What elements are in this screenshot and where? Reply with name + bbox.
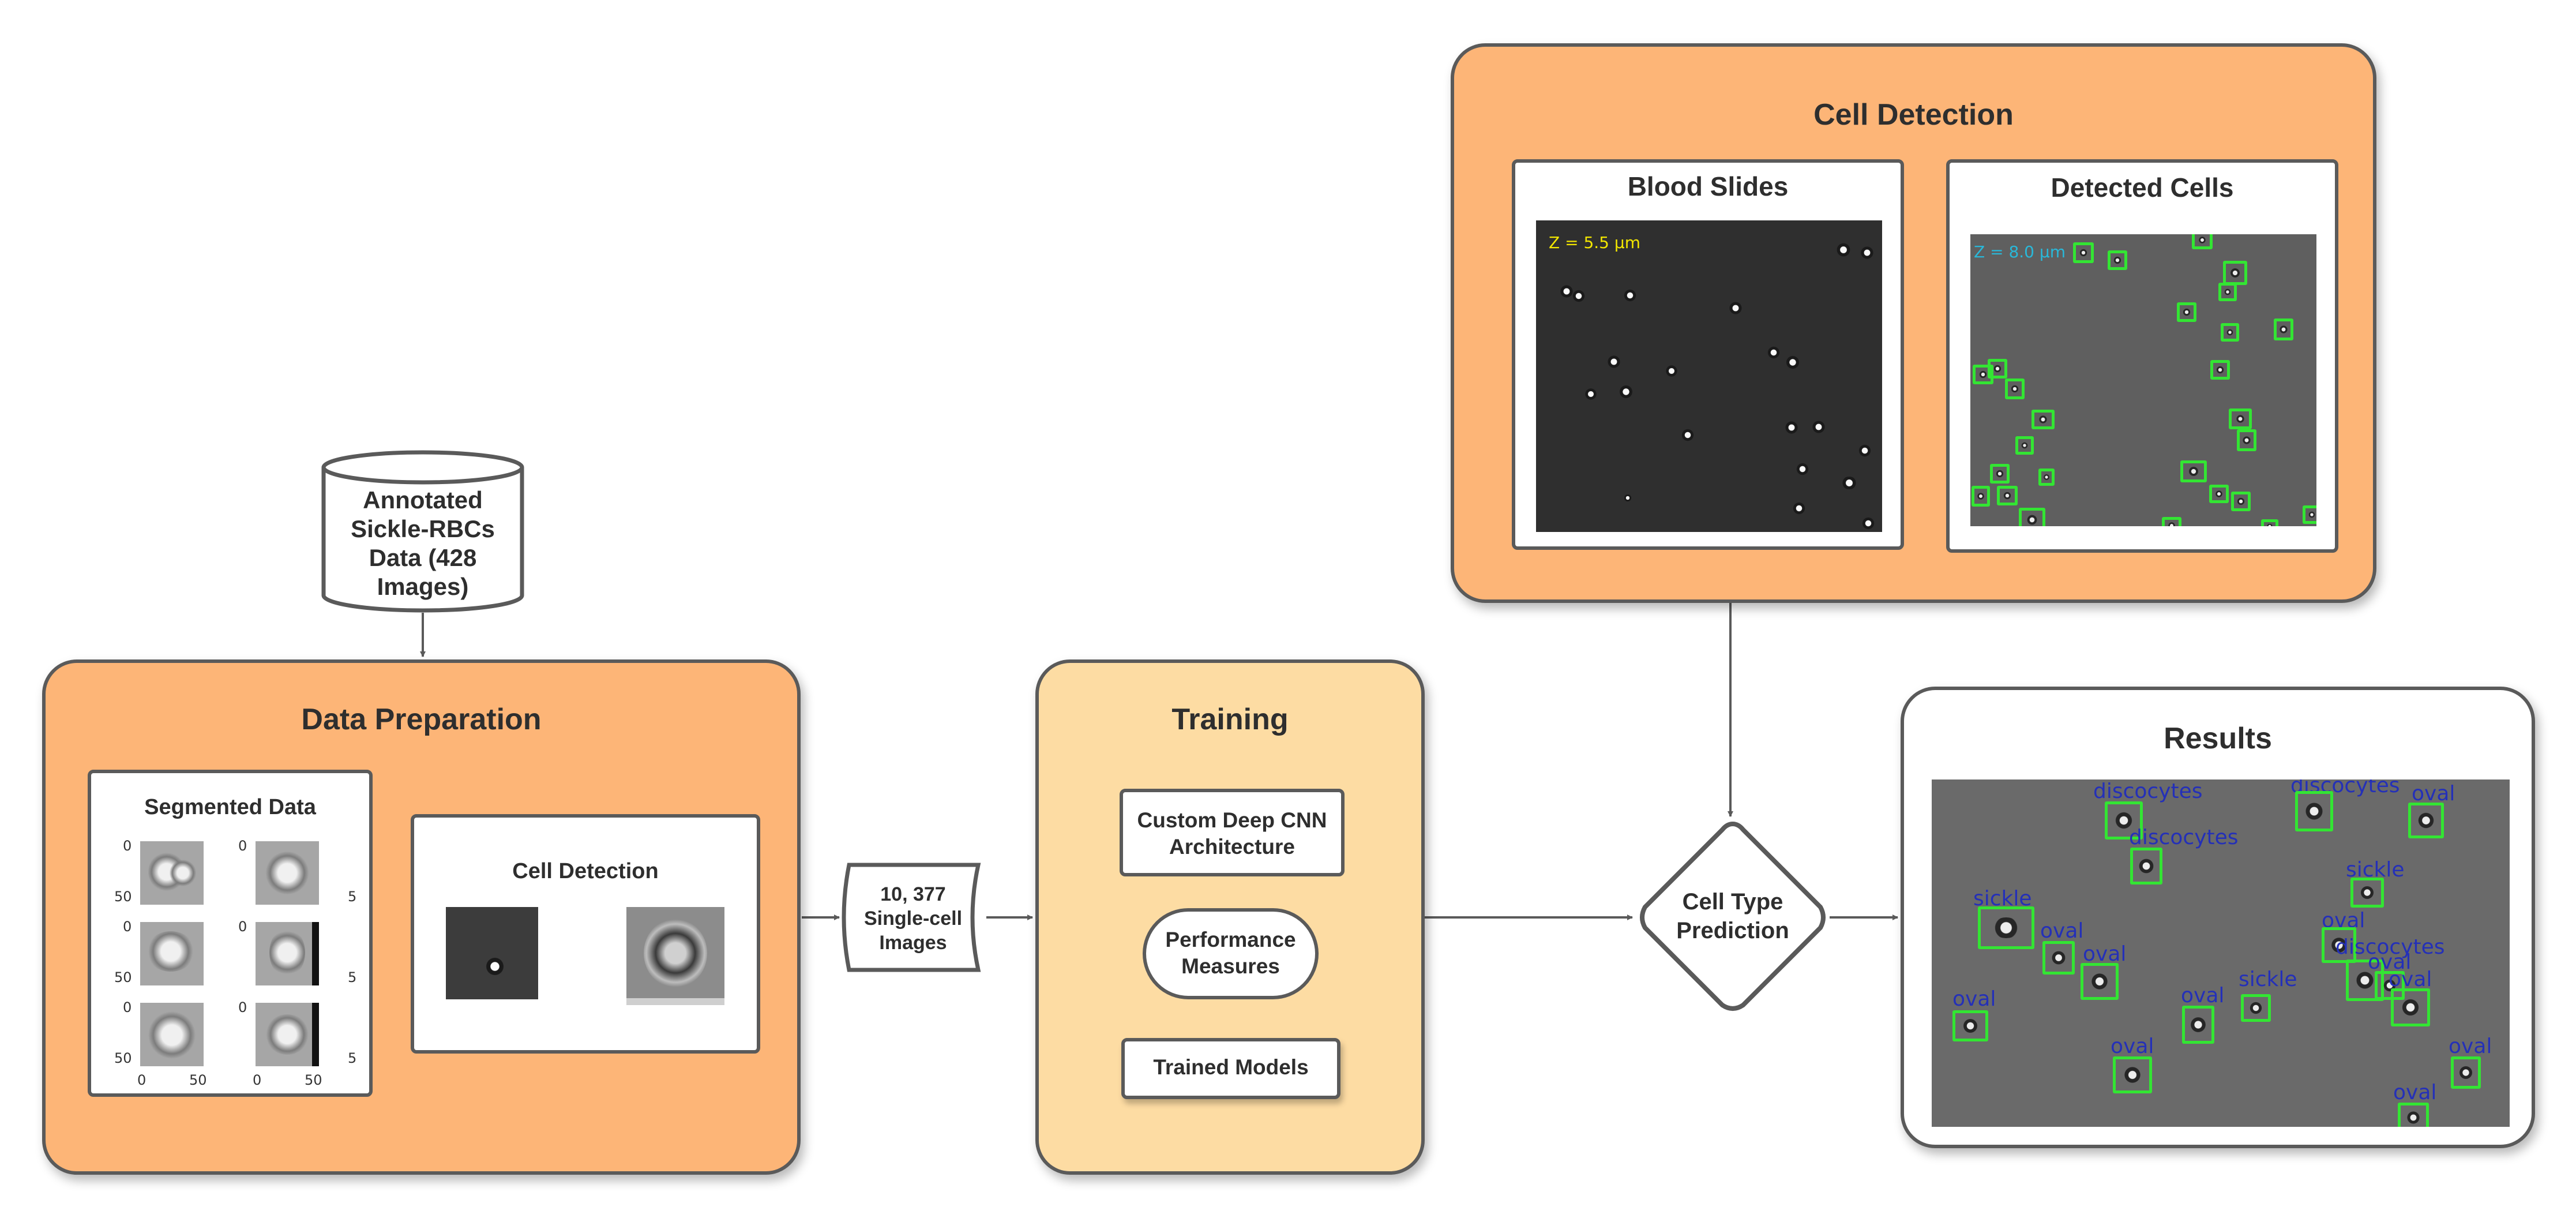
single-cell-label-2: Single-cell: [863, 908, 963, 930]
dataset-label-1: Annotated: [363, 486, 483, 514]
result-box-3: [2408, 803, 2444, 838]
detected-cells-title: Detected Cells: [2051, 173, 2234, 203]
result-label-3: oval: [2412, 782, 2455, 805]
segmented-thumb-1: [140, 841, 204, 905]
performance-measures-box: Performance Measures: [1143, 908, 1319, 999]
tick-y0-row1b: 0: [238, 838, 247, 854]
result-label-13: sickle: [2239, 968, 2297, 991]
tick-x0-left: 0: [137, 1072, 147, 1088]
result-box-8: [2081, 963, 2119, 1000]
training-panel: Training Custom Deep CNN Architecture Pe…: [1035, 659, 1425, 1175]
result-label-14: oval: [2181, 984, 2225, 1007]
tick-y0-row1: 0: [123, 838, 132, 854]
cnn-architecture-box: Custom Deep CNN Architecture: [1120, 789, 1345, 876]
training-title: Training: [1171, 703, 1289, 736]
trained-models-box: Trained Models: [1121, 1038, 1340, 1099]
result-box-10: [2346, 960, 2384, 1001]
prediction-label-1: Cell Type: [1682, 889, 1783, 915]
segmented-data-title: Segmented Data: [144, 795, 316, 819]
tick-y0-row2: 0: [123, 919, 132, 935]
tick-y50-row2: 50: [114, 969, 132, 985]
segmented-thumb-4: [256, 922, 319, 985]
dataset-label-4: Images): [377, 573, 469, 600]
result-label-8: oval: [2083, 942, 2127, 966]
result-label-12: oval: [2389, 968, 2432, 991]
tick-y0-row2b: 0: [238, 919, 247, 935]
tick-side5-row2: 5: [348, 969, 357, 985]
result-label-2: discocytes: [2290, 779, 2400, 797]
cell-detection-panel: Cell Detection Blood Slides Z = 5.5 μm: [1451, 43, 2376, 603]
result-label-4: discocytes: [2129, 826, 2239, 849]
tick-side5-row1: 5: [348, 889, 357, 905]
data-preparation-panel: Data Preparation Segmented Data 0 50 0 5: [42, 659, 801, 1175]
result-box-6: [2350, 878, 2384, 908]
data-preparation-title: Data Preparation: [301, 703, 542, 736]
single-cell-label-1: 10, 377: [880, 883, 946, 905]
result-box-9: [2322, 927, 2356, 963]
result-box-2: [2295, 791, 2333, 831]
prediction-diamond: Cell Type Prediction: [1635, 819, 1831, 1015]
cell-zoom-image: [626, 907, 724, 1005]
result-box-4: [2130, 848, 2162, 885]
tick-y0-row3: 0: [123, 999, 132, 1015]
measures-label-1: Performance: [1165, 928, 1296, 951]
tick-x50-right: 50: [305, 1072, 322, 1088]
result-box-17: [2451, 1056, 2481, 1089]
result-box-1: [2105, 801, 2143, 840]
results-panel: Results discocytes discocytes oval disco…: [1901, 687, 2535, 1148]
result-label-15: oval: [1952, 987, 1996, 1011]
blood-slides-title: Blood Slides: [1627, 171, 1789, 201]
dataset-label-3: Data (428: [369, 544, 477, 571]
tick-y0-row3b: 0: [238, 999, 247, 1015]
trained-models-label: Trained Models: [1153, 1055, 1309, 1079]
result-label-1: discocytes: [2093, 779, 2203, 803]
result-box-7: [2042, 941, 2075, 975]
detected-cells-image: Z = 8.0 μm: [1970, 234, 2316, 526]
cell-detection-title: Cell Detection: [1813, 98, 2014, 132]
segmented-data-box: Segmented Data 0 50 0 5 0 50 0 5: [88, 770, 373, 1097]
blood-slides-z-label: Z = 5.5 μm: [1549, 233, 1640, 252]
result-label-17: oval: [2449, 1035, 2492, 1058]
single-cell-images-shape: 10, 377 Single-cell Images: [841, 861, 985, 973]
tick-y50-row1: 50: [114, 889, 132, 905]
segmented-thumb-6: [256, 1003, 319, 1066]
prep-cell-detection-title: Cell Detection: [512, 859, 659, 883]
result-label-16: oval: [2111, 1035, 2154, 1058]
result-box-15: [1952, 1010, 1988, 1041]
dataset-label-2: Sickle-RBCs: [351, 515, 495, 542]
segmented-thumb-5: [140, 1003, 204, 1066]
result-label-18: oval: [2393, 1081, 2437, 1104]
detected-cells-z-label: Z = 8.0 μm: [1974, 242, 2066, 261]
measures-label-2: Measures: [1181, 954, 1280, 978]
result-box-5: [1978, 906, 2034, 949]
segmented-thumb-2: [256, 841, 319, 905]
prediction-label-2: Prediction: [1676, 918, 1789, 943]
blood-slides-image: Z = 5.5 μm: [1536, 220, 1882, 532]
result-box-12: [2391, 988, 2430, 1026]
result-box-14: [2182, 1006, 2214, 1044]
results-title: Results: [2164, 722, 2272, 755]
cell-crop-image: [446, 907, 538, 999]
result-box-18: [2398, 1103, 2429, 1127]
single-cell-label-3: Images: [879, 932, 947, 954]
architecture-label-2: Architecture: [1169, 835, 1295, 859]
result-label-11: oval: [2368, 950, 2412, 974]
tick-x50-left: 50: [189, 1072, 207, 1088]
blood-slides-box: Blood Slides Z = 5.5 μm: [1512, 159, 1904, 550]
architecture-label-1: Custom Deep CNN: [1137, 808, 1327, 832]
tick-x0-right: 0: [253, 1072, 262, 1088]
dataset-cylinder: Annotated Sickle-RBCs Data (428 Images): [320, 450, 525, 614]
result-box-13: [2241, 994, 2271, 1022]
detected-cells-box: Detected Cells Z = 8.0 μm: [1946, 159, 2338, 553]
result-label-10: discocytes: [2335, 935, 2445, 959]
segmented-thumb-3: [140, 922, 204, 985]
tick-side5-row3: 5: [348, 1050, 357, 1066]
results-image: discocytes discocytes oval discocytes si…: [1932, 779, 2510, 1127]
prep-cell-detection-box: Cell Detection: [411, 814, 760, 1054]
tick-y50-row3: 50: [114, 1050, 132, 1066]
result-box-16: [2113, 1056, 2152, 1093]
result-label-7: oval: [2040, 919, 2084, 943]
